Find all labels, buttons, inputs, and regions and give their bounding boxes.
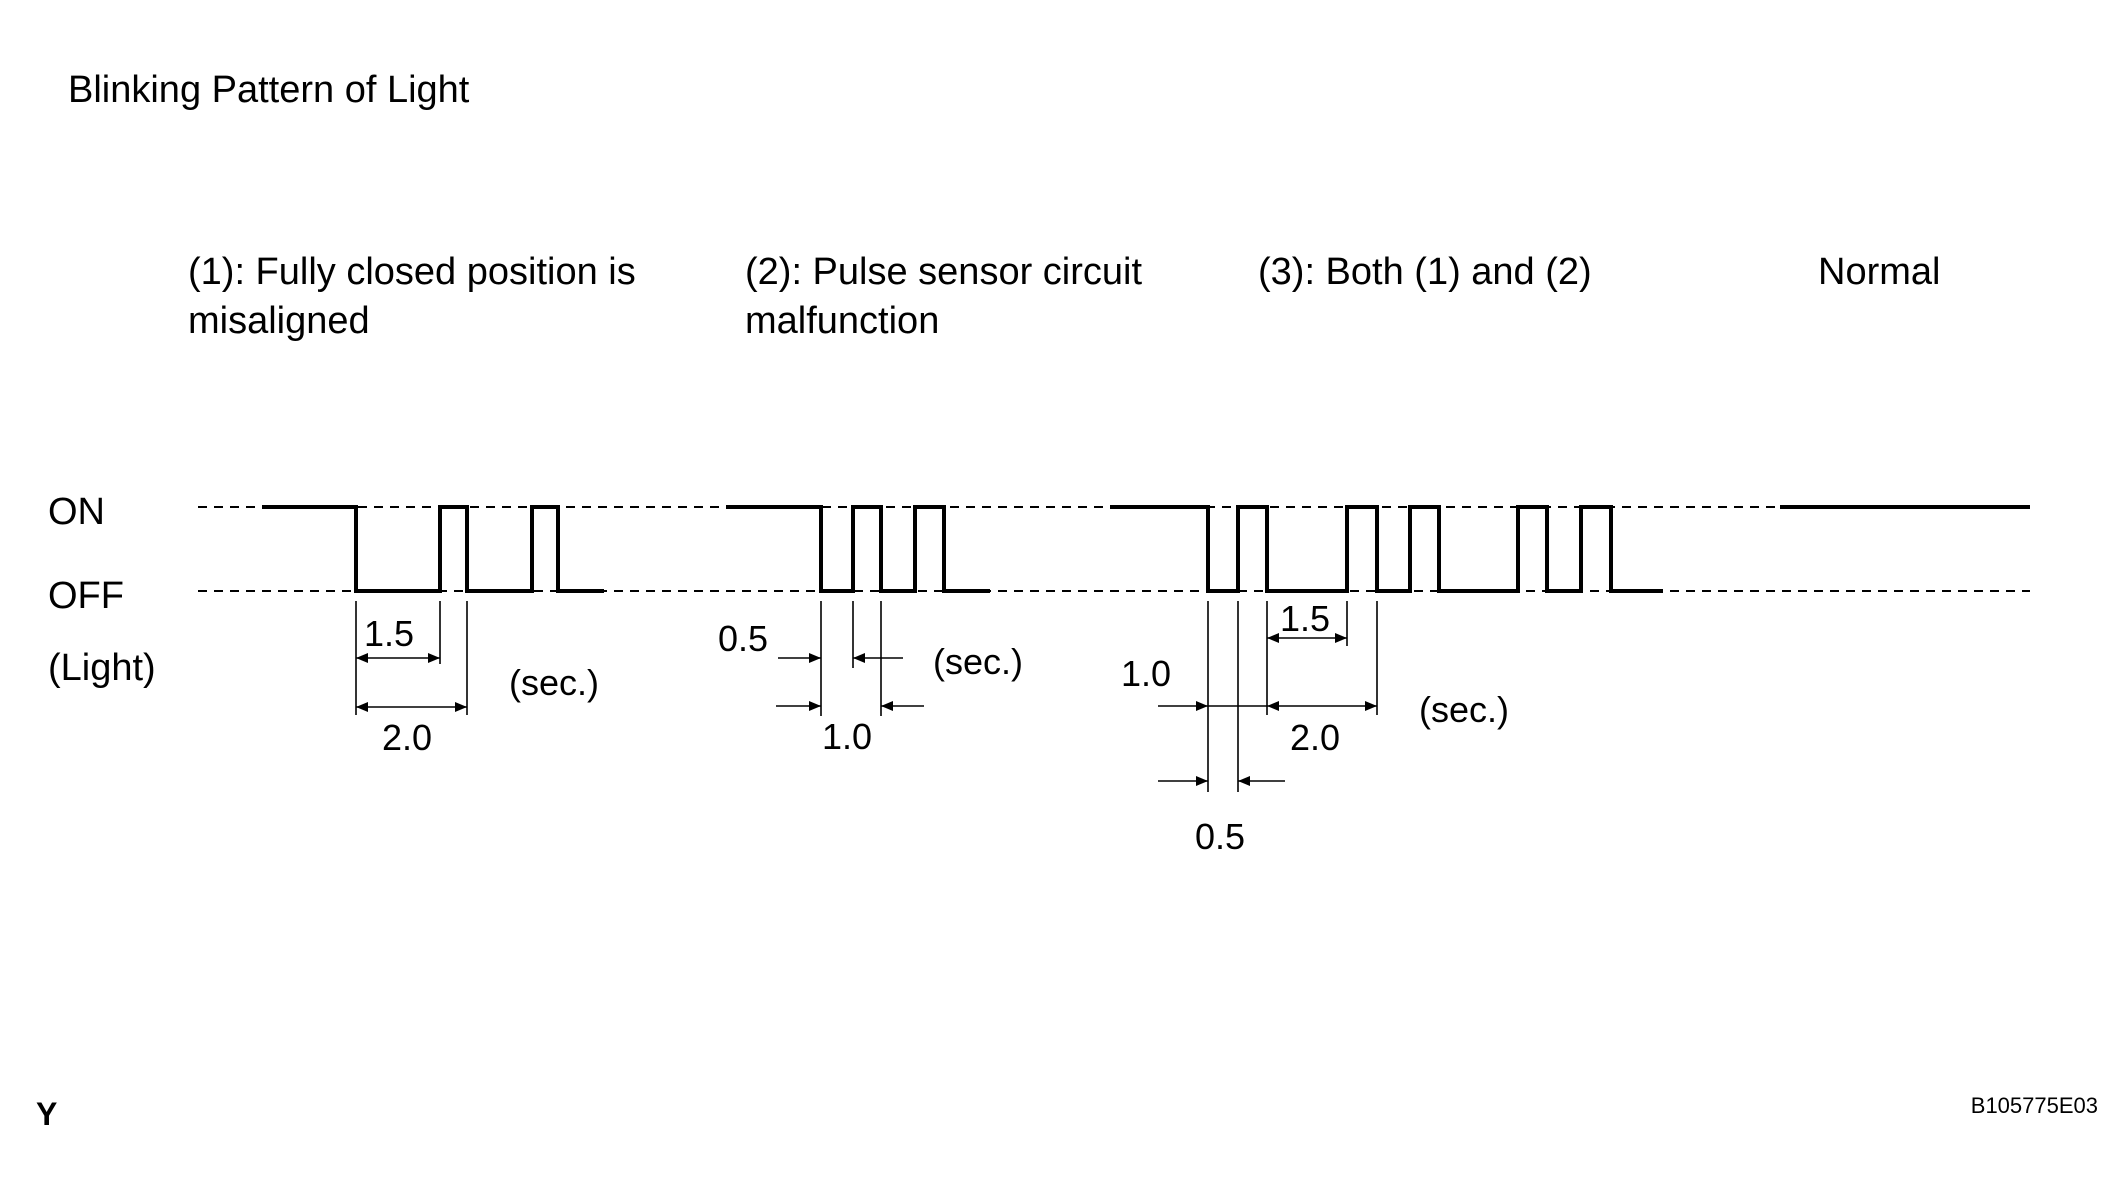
- p1-unit-label: (sec.): [509, 662, 599, 703]
- p2-unit-label: (sec.): [933, 641, 1023, 682]
- caption-pattern-2: (2): Pulse sensor circuit malfunction: [745, 251, 1143, 342]
- waveform-pattern-1: [262, 505, 604, 593]
- light-axis-label: (Light): [48, 647, 156, 689]
- p1-on-duration-label: 1.5: [364, 613, 415, 654]
- waveform-pattern-3: [1110, 505, 1663, 593]
- off-level-label: OFF: [48, 575, 124, 617]
- reference-code: B105775E03: [1970, 1093, 2098, 1118]
- p3-long-period-label: 2.0: [1290, 717, 1341, 758]
- p3-short-on-label: 0.5: [1195, 816, 1246, 857]
- p2-on-duration-label: 0.5: [718, 618, 769, 659]
- diagram-title: Blinking Pattern of Light: [68, 69, 470, 111]
- p3-unit-label: (sec.): [1419, 689, 1509, 730]
- p3-long-on-label: 1.5: [1280, 598, 1331, 639]
- p1-dimensions: [355, 601, 468, 715]
- caption-pattern-3: (3): Both (1) and (2): [1258, 251, 1592, 293]
- waveform-pattern-2: [726, 505, 990, 593]
- caption-normal: Normal: [1818, 251, 1941, 293]
- p3-short-period-label: 1.0: [1121, 653, 1172, 694]
- p2-period-label: 1.0: [822, 716, 873, 757]
- p1-period-label: 2.0: [382, 717, 433, 758]
- corner-mark: Y: [36, 1096, 58, 1132]
- on-level-label: ON: [48, 491, 105, 533]
- p3-dimensions: [1158, 601, 1378, 792]
- caption-pattern-1: (1): Fully closed position is misaligned: [188, 251, 636, 342]
- p2-dimensions: [776, 601, 924, 716]
